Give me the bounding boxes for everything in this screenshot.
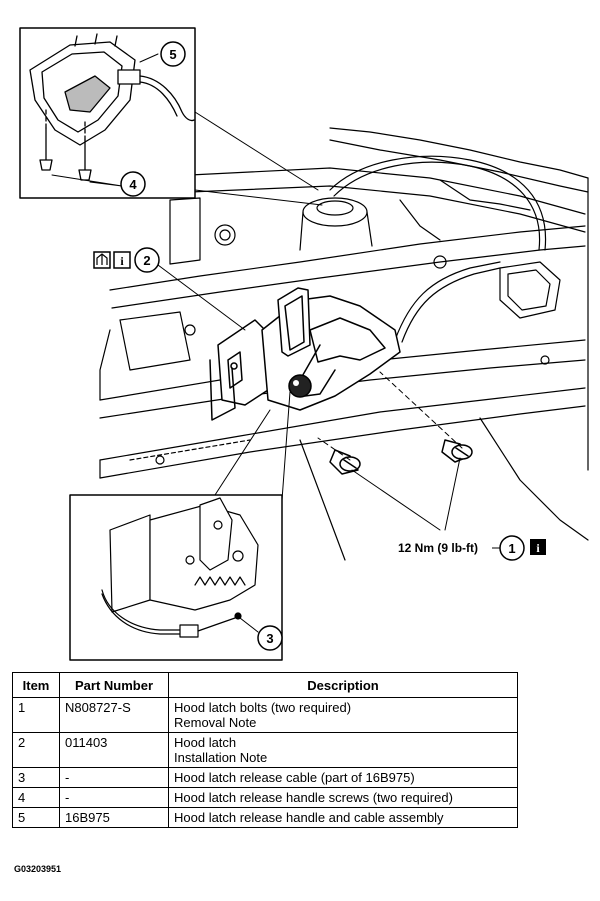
svg-text:4: 4 — [129, 177, 137, 192]
svg-text:i: i — [120, 254, 124, 268]
pair-install-icon — [93, 251, 111, 269]
description-line: Hood latch release cable (part of 16B975… — [174, 770, 415, 785]
description-line: Hood latch release handle and cable asse… — [174, 810, 444, 825]
header-description: Description — [168, 672, 518, 698]
callout-2: 2 — [134, 247, 160, 273]
callout-4: 4 — [120, 171, 146, 197]
header-part-number: Part Number — [59, 672, 169, 698]
callout-5: 5 — [160, 41, 186, 67]
removal-note-link[interactable]: Removal Note — [174, 715, 257, 730]
description-line: Hood latch — [174, 735, 237, 750]
info-icon: i — [530, 539, 546, 555]
cell-description: Hood latch bolts (two required) Removal … — [168, 697, 518, 733]
handle-screw-right — [78, 139, 92, 181]
svg-text:5: 5 — [169, 47, 176, 62]
table-row: 5 16B975 Hood latch release handle and c… — [12, 807, 518, 828]
cell-item: 4 — [12, 787, 60, 808]
callout-1: 1 — [499, 535, 525, 561]
cell-part-number: 16B975 — [59, 807, 169, 828]
installation-note-link[interactable]: Installation Note — [174, 750, 268, 765]
table-row: 2 011403 Hood latch Installation Note — [12, 732, 518, 768]
cell-item: 2 — [12, 732, 60, 768]
torque-spec-label: 12 Nm (9 lb-ft) — [398, 541, 478, 555]
cell-description: Hood latch release cable (part of 16B975… — [168, 767, 518, 788]
svg-text:2: 2 — [143, 253, 150, 268]
description-line: Hood latch release handle screws (two re… — [174, 790, 453, 805]
radiator-support-structure — [99, 127, 589, 561]
cell-part-number: - — [59, 787, 169, 808]
hood-latch-bolt-right — [441, 439, 473, 463]
hood-latch-bolt-left — [329, 449, 361, 475]
table-row: 4 - Hood latch release handle screws (tw… — [12, 787, 518, 808]
info-icon-small: i — [113, 251, 131, 269]
cell-description: Hood latch Installation Note — [168, 732, 518, 768]
svg-text:1: 1 — [508, 541, 515, 556]
svg-text:i: i — [536, 541, 540, 555]
hood-latch-assembly — [209, 287, 401, 421]
hood-latch-exploded-diagram: 5 4 2 3 1 12 Nm (9 lb-ft) i i — [19, 27, 589, 661]
cell-item: 3 — [12, 767, 60, 788]
cell-part-number: - — [59, 767, 169, 788]
figure-id: G03203951 — [14, 864, 62, 874]
parts-table: Item Part Number Description 1 N808727-S… — [12, 672, 518, 828]
table-header-row: Item Part Number Description — [12, 672, 518, 698]
header-item: Item — [12, 672, 60, 698]
cell-item: 5 — [12, 807, 60, 828]
table-row: 1 N808727-S Hood latch bolts (two requir… — [12, 697, 518, 733]
cell-item: 1 — [12, 697, 60, 733]
svg-text:3: 3 — [266, 631, 273, 646]
release-cable-inset — [69, 494, 283, 661]
handle-screw-left — [39, 127, 53, 171]
cell-part-number: 011403 — [59, 732, 169, 768]
description-line: Hood latch bolts (two required) — [174, 700, 352, 715]
table-row: 3 - Hood latch release cable (part of 16… — [12, 767, 518, 788]
callout-3: 3 — [257, 625, 283, 651]
cell-description: Hood latch release handle and cable asse… — [168, 807, 518, 828]
cell-description: Hood latch release handle screws (two re… — [168, 787, 518, 808]
cell-part-number: N808727-S — [59, 697, 169, 733]
